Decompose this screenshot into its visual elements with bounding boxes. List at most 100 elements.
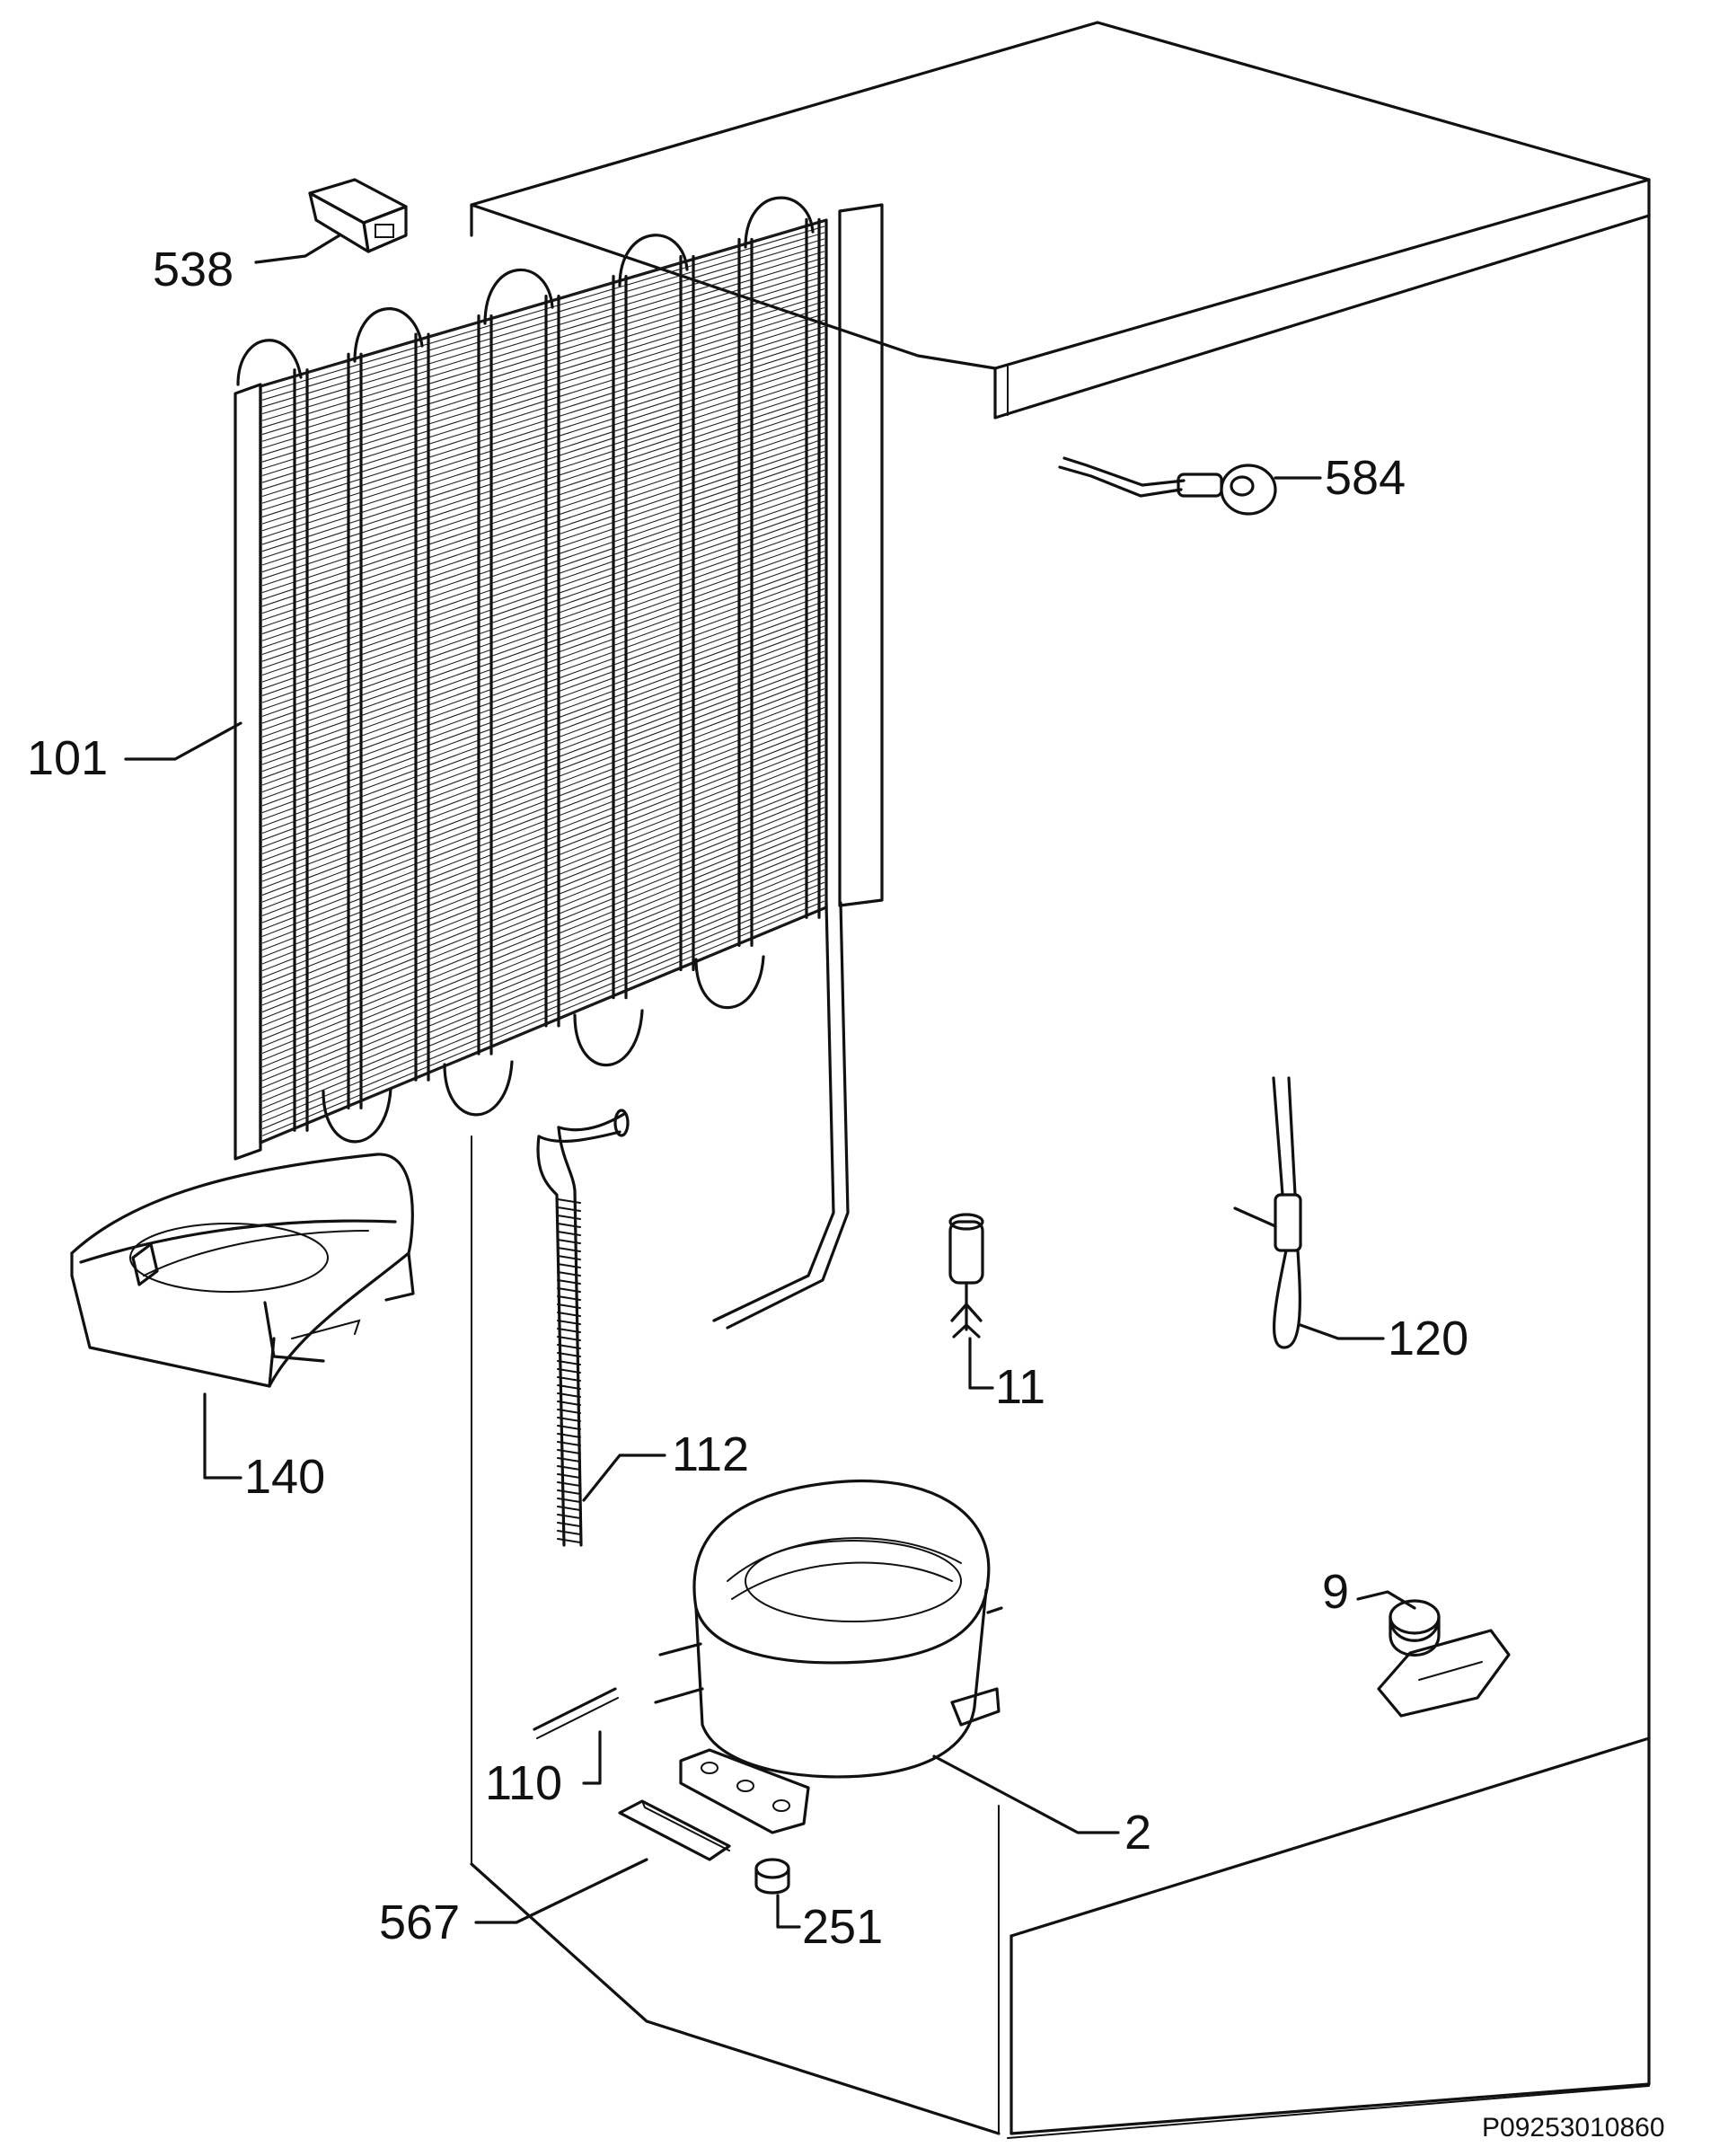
hose-rib (557, 1401, 581, 1406)
hose-rib (557, 1336, 581, 1341)
condenser-fin-line (261, 669, 825, 882)
condenser-fin-line (261, 682, 825, 896)
condenser-fin-line (261, 450, 825, 641)
condenser-fin-line (261, 401, 825, 587)
hose-rib (557, 1473, 581, 1479)
condenser-fin-line (261, 376, 825, 559)
condenser-fin-line (261, 581, 825, 786)
hose-rib (557, 1352, 581, 1357)
condenser-fin-line (261, 338, 825, 517)
hose-rib (557, 1538, 581, 1543)
condenser-fin-line (261, 257, 825, 429)
hose-rib (557, 1247, 581, 1252)
condenser-fin-line (261, 363, 825, 545)
condenser-fin-line (261, 494, 825, 690)
condenser-fin-line (261, 475, 825, 669)
condenser-fin-line (261, 706, 825, 923)
condenser-fin-line (261, 287, 825, 463)
part-2-compressor (654, 1479, 1003, 1834)
condenser-fin-line (261, 276, 825, 449)
condenser-fin-line (261, 507, 825, 703)
hose-rib (557, 1376, 581, 1382)
condenser-fin-line (261, 544, 825, 745)
hose-rib (557, 1198, 581, 1204)
hose-rib (557, 1506, 581, 1511)
condenser-fin-line (261, 557, 825, 758)
hose-rib (557, 1530, 581, 1535)
condenser-fin-line (261, 588, 825, 793)
condenser-fin-line (261, 850, 825, 1082)
condenser-fin-line (261, 382, 825, 566)
hose-rib (557, 1392, 581, 1398)
callout-140: 140 (244, 1450, 325, 1504)
condenser-fin-line (261, 750, 825, 972)
condenser-fin-line (261, 800, 825, 1027)
hose-rib (557, 1344, 581, 1349)
part-120-bulb (1233, 1076, 1302, 1349)
condenser-fin-line (261, 350, 825, 532)
condenser-fin-line (261, 606, 825, 814)
part-112-drain-hose (536, 1109, 630, 1547)
condenser-fin-line (261, 313, 825, 490)
condenser-fin-line (261, 788, 825, 1013)
condenser-fin-line (261, 394, 825, 579)
callout-584: 584 (1325, 451, 1406, 505)
condenser-fin-line (261, 894, 825, 1130)
drawing-code: P09253010860 (1482, 2113, 1665, 2143)
condenser-fin-line (261, 837, 825, 1068)
condenser-fin-line (261, 407, 825, 594)
condenser-fin-line (261, 225, 825, 394)
condenser-fin-line (261, 663, 825, 875)
condenser-fin-line (261, 744, 825, 965)
condenser-fin-line (261, 500, 825, 696)
hose-ribs (557, 1198, 581, 1543)
condenser-fin-line (261, 657, 825, 869)
hose-rib (557, 1328, 581, 1333)
condenser-fin-line (261, 900, 825, 1136)
part-584-sensor (1058, 456, 1277, 516)
hose-rib (557, 1425, 581, 1430)
hose-rib (557, 1417, 581, 1422)
condenser-fin-line (261, 444, 825, 635)
callout-11: 11 (995, 1360, 1045, 1414)
hose-rib (557, 1239, 581, 1244)
part-251-grommet (754, 1858, 790, 1895)
condenser-fin-line (261, 632, 825, 841)
callout-labels: 538 584 101 140 112 11 120 9 110 2 567 2… (27, 243, 1468, 1954)
condenser-fin-line (261, 575, 825, 779)
callout-538: 538 (153, 243, 234, 296)
condenser-fin-line (261, 431, 825, 621)
condenser-fin-line (261, 437, 825, 628)
hose-rib (557, 1384, 581, 1390)
condenser-fin-line (261, 482, 825, 676)
part-9-clamp (1377, 1599, 1511, 1718)
condenser-fin-line (261, 344, 825, 525)
hose-rib (557, 1287, 581, 1293)
condenser-fin-line (261, 456, 825, 649)
hose-rib (557, 1449, 581, 1454)
hose-rib (557, 1206, 581, 1212)
callout-101: 101 (27, 731, 108, 785)
hose-rib (557, 1368, 581, 1374)
hose-rib (557, 1271, 581, 1277)
hose-rib (557, 1457, 581, 1462)
hose-rib (557, 1481, 581, 1487)
condenser-fin-line (261, 331, 825, 511)
condenser-fin-line (261, 244, 825, 415)
condenser-fin-line (261, 700, 825, 916)
condenser-fins (261, 219, 825, 1144)
callout-9: 9 (1322, 1565, 1349, 1619)
condenser-fin-line (261, 538, 825, 738)
condenser-fin-line (261, 869, 825, 1102)
hose-rib (557, 1465, 581, 1471)
condenser-fin-line (261, 488, 825, 683)
hose-rib (557, 1320, 581, 1325)
condenser-fin-line (261, 420, 825, 607)
part-567-plate (618, 1799, 731, 1861)
callout-251: 251 (802, 1900, 883, 1954)
hose-rib (557, 1441, 581, 1446)
condenser-fin-line (261, 594, 825, 800)
condenser-fin-line (261, 306, 825, 483)
condenser-fin-line (261, 251, 825, 421)
